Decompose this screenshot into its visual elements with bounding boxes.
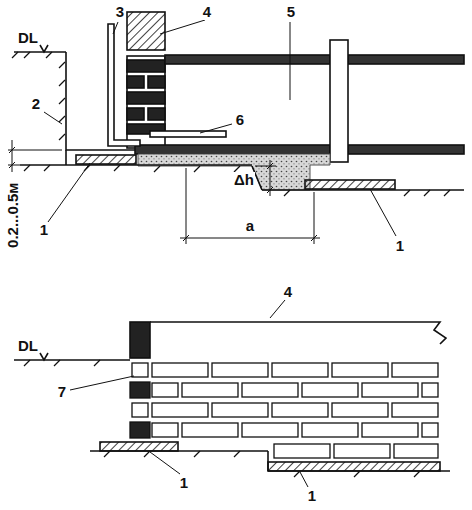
ground-hatch <box>24 360 420 477</box>
brick <box>152 403 208 417</box>
brick <box>272 403 328 417</box>
wall-outline <box>150 322 446 344</box>
dimension-label: a <box>245 218 255 235</box>
slab <box>305 180 395 189</box>
callout-number: 1 <box>39 222 49 239</box>
brick <box>302 423 358 437</box>
brick <box>152 383 178 397</box>
brick <box>132 403 148 417</box>
slab <box>100 442 178 451</box>
brick <box>274 444 330 458</box>
brick <box>394 444 438 458</box>
brick <box>362 423 418 437</box>
callout-number: 6 <box>235 112 245 129</box>
brick <box>422 423 438 437</box>
dimension-label: Δh <box>233 172 255 189</box>
callout-number: 7 <box>57 384 67 401</box>
leader-line <box>44 20 396 236</box>
floor-slab <box>165 55 330 64</box>
injector-pipe <box>108 24 140 146</box>
brick <box>362 383 418 397</box>
brick <box>130 422 150 438</box>
callout-number: 5 <box>286 4 296 21</box>
brick <box>334 444 390 458</box>
brick <box>212 363 268 377</box>
callout-number: 1 <box>395 238 405 255</box>
brick <box>242 383 298 397</box>
callout-number: 1 <box>179 475 189 492</box>
slab <box>268 462 440 471</box>
brick <box>132 363 148 377</box>
level-mark <box>40 353 48 360</box>
brick <box>272 363 328 377</box>
dimension <box>8 140 62 172</box>
ground-hatch <box>12 52 65 140</box>
injector-tube <box>150 131 226 137</box>
brick <box>182 383 238 397</box>
callout-number: 1 <box>307 488 317 505</box>
callout-number: 4 <box>283 284 293 301</box>
ground-line <box>14 359 130 361</box>
level-mark <box>40 45 48 52</box>
floor-slab <box>135 145 330 154</box>
bottom-figure <box>14 300 450 487</box>
brick <box>392 363 438 377</box>
level-mark-label: DL <box>17 30 39 47</box>
column <box>330 40 348 162</box>
brick <box>182 423 238 437</box>
wall-section <box>130 322 150 358</box>
brick <box>392 403 438 417</box>
brick <box>130 382 150 398</box>
top-figure <box>8 12 464 244</box>
callout-number: 2 <box>31 96 41 113</box>
dimension <box>180 168 320 244</box>
brick <box>332 403 388 417</box>
ground-hatch <box>24 165 450 196</box>
brick <box>422 383 438 397</box>
brick <box>152 423 178 437</box>
brick <box>152 363 208 377</box>
wall-section <box>127 12 165 50</box>
dimension-label: 0.2...0.5м <box>6 181 23 248</box>
slab <box>76 155 136 164</box>
brick <box>242 423 298 437</box>
ground-line <box>14 51 66 53</box>
callout-number: 4 <box>202 4 212 21</box>
leader-line <box>70 300 308 487</box>
brick <box>302 383 358 397</box>
grout-fill <box>138 154 330 190</box>
dimension <box>255 160 276 196</box>
brick <box>332 363 388 377</box>
callout-number: 3 <box>115 4 125 21</box>
brick <box>212 403 268 417</box>
level-mark-label: DL <box>17 338 39 355</box>
